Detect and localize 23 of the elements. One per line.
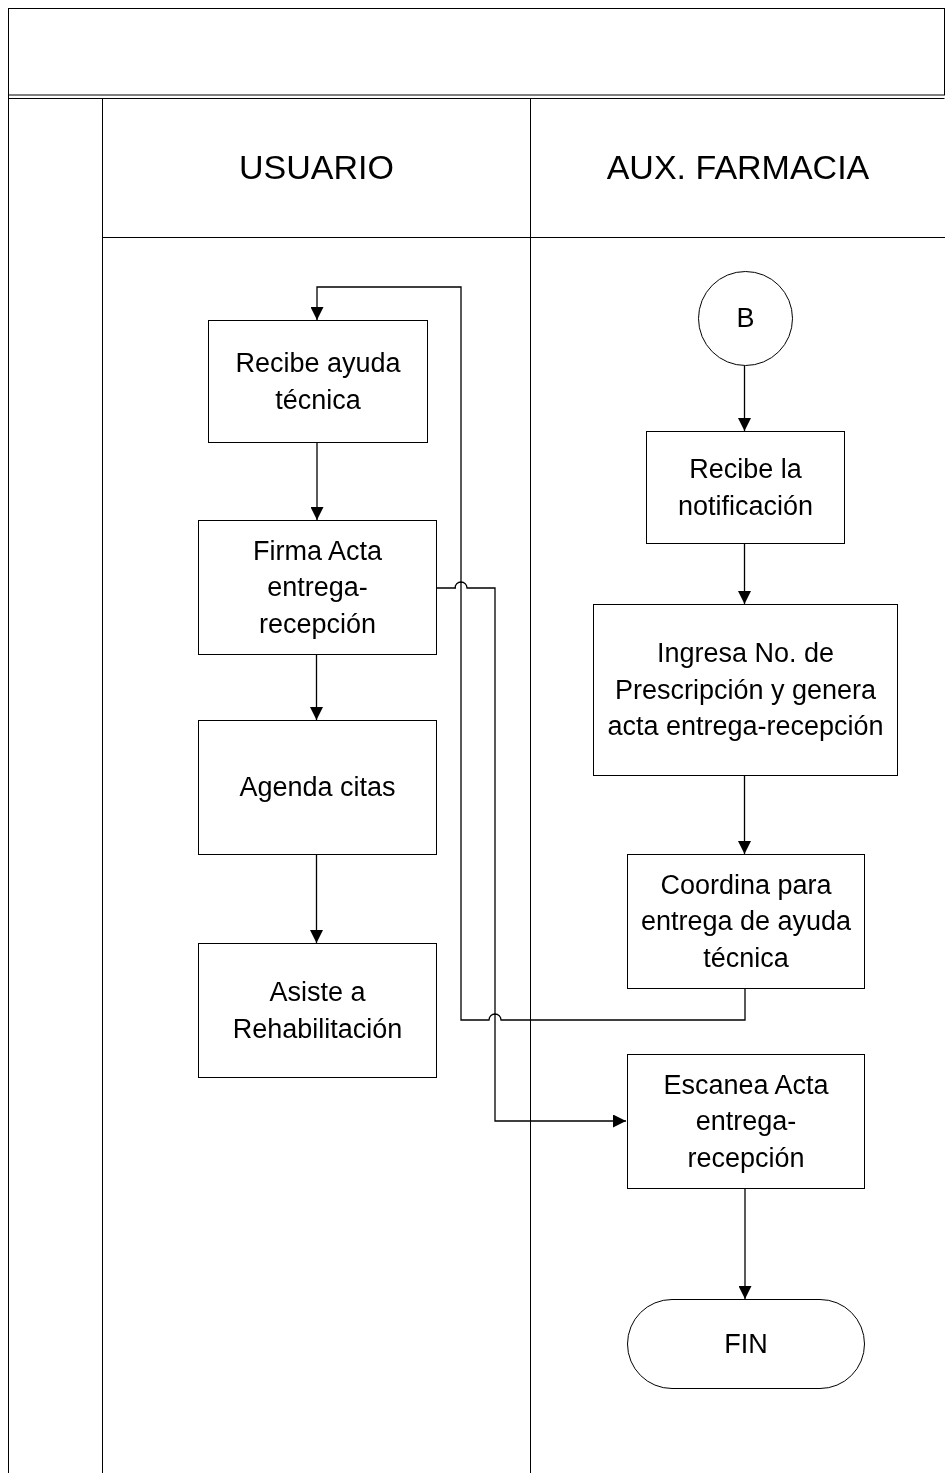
arrow bbox=[435, 581, 627, 1128]
process-box: Escanea Acta entrega-recepción bbox=[627, 1054, 865, 1189]
process-box: Ingresa No. de Prescripción y genera acta entrega-recepción bbox=[593, 604, 898, 776]
arrow bbox=[310, 442, 324, 521]
process-box: Asiste a Rehabilitación bbox=[198, 943, 437, 1078]
process-box: Firma Acta entrega-recepción bbox=[198, 520, 437, 655]
process-box: Coordina para entrega de ayuda técnica bbox=[627, 854, 865, 989]
connector-circle: B bbox=[698, 271, 793, 366]
process-box: Agenda citas bbox=[198, 720, 437, 855]
process-box: Recibe ayuda técnica bbox=[208, 320, 428, 443]
arrow bbox=[738, 365, 751, 432]
arrow bbox=[310, 854, 323, 944]
lane-header: AUX. FARMACIA bbox=[531, 98, 945, 238]
swimlane bbox=[102, 98, 530, 1473]
arrow bbox=[738, 775, 751, 855]
arrow bbox=[310, 654, 323, 721]
arrow bbox=[738, 543, 751, 605]
terminator: FIN bbox=[627, 1299, 865, 1389]
lane-header: USUARIO bbox=[103, 98, 530, 238]
swimlane bbox=[530, 98, 945, 1473]
arrow bbox=[310, 286, 746, 1021]
arrow bbox=[738, 1188, 752, 1300]
process-box: Recibe la notificación bbox=[646, 431, 845, 544]
